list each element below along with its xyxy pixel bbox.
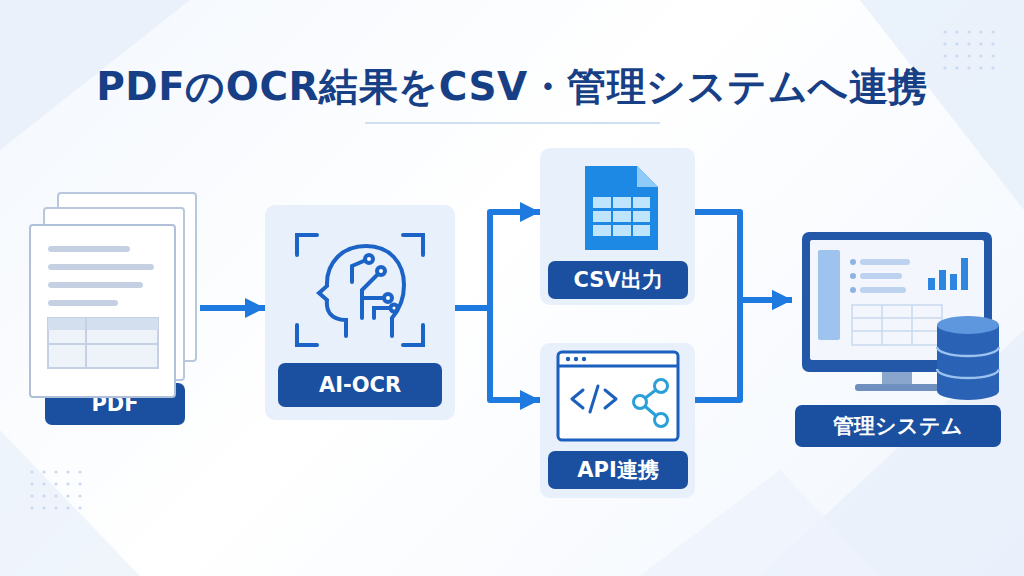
monitor-database-icon xyxy=(802,232,999,400)
label-pill: API連携 xyxy=(548,451,688,489)
flow-arrow xyxy=(200,305,265,311)
title-area: PDFのOCR結果をCSV・管理システムへ連携 xyxy=(0,60,1024,114)
label-pill: 管理システム xyxy=(795,405,1001,447)
node-label: PDF xyxy=(91,392,138,416)
flow-arrow xyxy=(455,212,540,308)
dot-grid xyxy=(943,30,994,69)
management-system-node: 管理システム xyxy=(792,228,1004,450)
label-pill: AI-OCR xyxy=(278,363,442,407)
csv-output-node: CSV出力 xyxy=(540,148,695,305)
flow-arrow xyxy=(455,308,540,400)
flow-arrow xyxy=(695,300,792,400)
flow-arrow xyxy=(695,212,792,300)
api-window-icon xyxy=(558,352,678,440)
bg-shape xyxy=(0,430,140,576)
ai-ocr-icon xyxy=(297,235,423,345)
document-stack-icon xyxy=(30,193,196,397)
label-pill: CSV出力 xyxy=(548,261,688,299)
node-label: 管理システム xyxy=(833,412,963,440)
node-label: AI-OCR xyxy=(319,373,401,397)
node-label: API連携 xyxy=(577,456,658,484)
ai-ocr-node: AI-OCR xyxy=(265,205,455,420)
dot-grid xyxy=(30,470,81,509)
document-node: PDF xyxy=(28,188,200,428)
label-pill: PDF xyxy=(45,383,185,425)
api-node: API連携 xyxy=(540,343,695,498)
node-label: CSV出力 xyxy=(573,266,662,294)
title-underline xyxy=(365,122,660,124)
diagram-title: PDFのOCR結果をCSV・管理システムへ連携 xyxy=(0,60,1024,114)
csv-file-icon xyxy=(585,166,658,250)
